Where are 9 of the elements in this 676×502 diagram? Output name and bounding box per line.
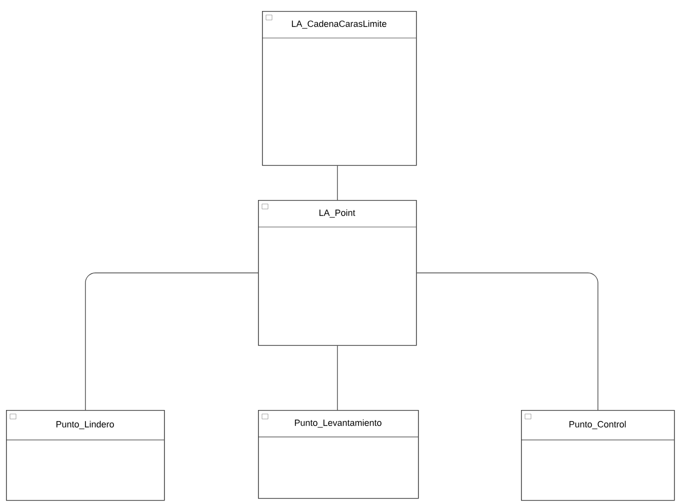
class-box: Punto_Lindero [6, 410, 165, 501]
class-box: Punto_Levantamiento [258, 410, 419, 499]
class-box: LA_Point [258, 200, 417, 346]
connector-line [337, 165, 338, 200]
connector-line [85, 272, 258, 410]
class-box: LA_CadenaCarasLimite [262, 11, 417, 166]
connector-line [416, 272, 598, 410]
class-box: Punto_Control [520, 410, 675, 501]
connector-line [337, 345, 338, 410]
